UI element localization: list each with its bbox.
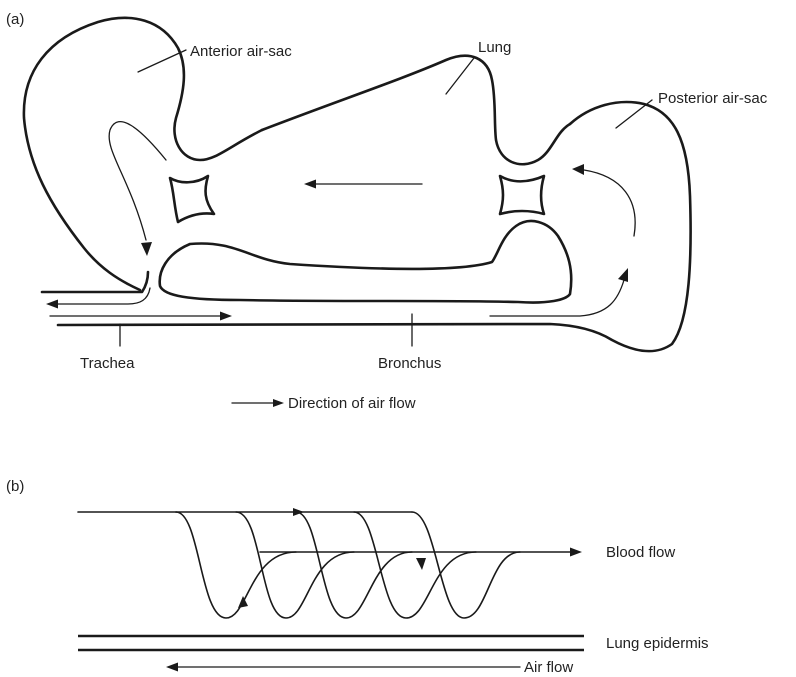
anterior-air-sac-leader bbox=[138, 50, 186, 72]
anterior-curve-arrow bbox=[109, 122, 166, 240]
trachea-upper-wall bbox=[42, 272, 148, 292]
air-flow-arrowhead bbox=[166, 663, 178, 672]
posterior-curve-arrow bbox=[584, 170, 635, 236]
air-flow-label: Air flow bbox=[524, 659, 573, 676]
capillary-loop-1 bbox=[176, 512, 296, 618]
legend-arrowhead bbox=[273, 399, 284, 407]
panel-b-tag: (b) bbox=[6, 478, 24, 495]
lung-epidermis-label: Lung epidermis bbox=[606, 635, 709, 652]
capillary-loop-3 bbox=[296, 512, 412, 618]
bronchus-curve-arrow bbox=[490, 280, 624, 316]
anterior-air-sac-label: Anterior air-sac bbox=[190, 43, 292, 60]
loop-fall-arrowhead bbox=[416, 558, 426, 570]
trachea-out-arrowhead bbox=[46, 300, 58, 309]
lower-septum-outline bbox=[160, 221, 572, 302]
legend-label: Direction of air flow bbox=[288, 395, 416, 412]
bronchus-label: Bronchus bbox=[378, 355, 441, 372]
lung-leader bbox=[446, 58, 474, 94]
posterior-curve-arrowhead bbox=[572, 164, 584, 175]
capillary-loop-4 bbox=[354, 512, 476, 618]
blood-flow-label: Blood flow bbox=[606, 544, 675, 561]
lung-flow-arrowhead bbox=[304, 180, 316, 189]
lung-upper-outline bbox=[262, 56, 570, 165]
capillary-loop-5 bbox=[412, 512, 520, 618]
blood-flow-arrowhead bbox=[570, 548, 582, 557]
posterior-air-sac-leader bbox=[616, 100, 652, 128]
trachea-label: Trachea bbox=[80, 355, 135, 372]
bronchus-curve-arrowhead bbox=[618, 268, 628, 282]
loop-rise-arrowhead bbox=[238, 596, 248, 608]
trachea-in-arrowhead bbox=[220, 312, 232, 321]
trachea-out-arrow bbox=[56, 288, 150, 304]
anterior-curve-arrowhead bbox=[141, 242, 152, 256]
posterior-air-sac-label: Posterior air-sac bbox=[658, 90, 768, 107]
capillary-loop-2 bbox=[236, 512, 354, 618]
lung-label: Lung bbox=[478, 39, 511, 56]
panel-a-tag: (a) bbox=[6, 11, 24, 28]
posterior-connector bbox=[500, 176, 544, 214]
anterior-connector bbox=[170, 176, 214, 222]
